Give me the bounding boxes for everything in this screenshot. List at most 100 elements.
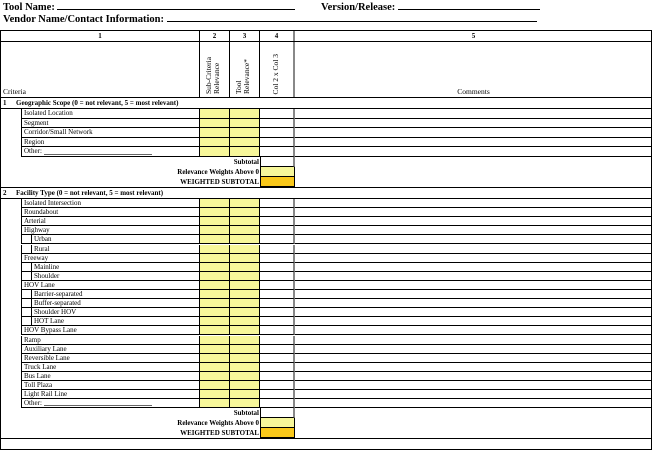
tool-relevance-input[interactable] — [230, 262, 260, 272]
other-blank-line[interactable] — [44, 405, 152, 407]
comments-input[interactable] — [295, 245, 652, 254]
sub-criteria-input[interactable] — [200, 290, 230, 300]
sub-criteria-input[interactable] — [200, 308, 230, 318]
comments-input[interactable] — [295, 372, 652, 381]
tool-relevance-input[interactable] — [230, 353, 260, 363]
version-field[interactable]: Version/Release: — [321, 0, 540, 13]
comments-input[interactable] — [295, 299, 652, 309]
sub-criteria-input[interactable] — [200, 199, 230, 209]
tool-relevance-input[interactable] — [230, 335, 260, 345]
tool-relevance-input[interactable] — [230, 362, 260, 372]
comments-input[interactable] — [295, 147, 652, 157]
comments-input[interactable] — [295, 235, 652, 245]
comments-input[interactable] — [295, 390, 652, 400]
tool-relevance-input[interactable] — [230, 217, 260, 227]
sub-criteria-input[interactable] — [200, 299, 230, 309]
criteria-cell: Shoulder — [22, 271, 200, 281]
sub-criteria-input[interactable] — [200, 262, 230, 272]
criteria-label: Other: — [24, 147, 42, 156]
sub-criteria-input[interactable] — [200, 271, 230, 281]
tool-relevance-input[interactable] — [230, 280, 260, 290]
tool-relevance-input[interactable] — [230, 253, 260, 263]
sub-criteria-input[interactable] — [200, 371, 230, 381]
tool-relevance-input[interactable] — [230, 199, 260, 209]
product-cell — [260, 244, 295, 254]
tool-relevance-input[interactable] — [230, 208, 260, 218]
comments-input[interactable] — [295, 208, 652, 218]
comments-input[interactable] — [295, 381, 652, 391]
comments-input[interactable] — [295, 128, 652, 138]
sub-criteria-input[interactable] — [200, 208, 230, 218]
sub-criteria-input[interactable] — [200, 280, 230, 290]
sub-criteria-input[interactable] — [200, 109, 230, 119]
tool-relevance-input[interactable] — [230, 308, 260, 318]
sub-criteria-input[interactable] — [200, 253, 230, 263]
tool-name-field[interactable]: Tool Name: — [3, 0, 296, 13]
tool-relevance-input[interactable] — [230, 317, 260, 327]
sub-criteria-input[interactable] — [200, 335, 230, 345]
comments-input[interactable] — [295, 354, 652, 363]
sub-criteria-input[interactable] — [200, 399, 230, 409]
sub-criteria-input[interactable] — [200, 362, 230, 372]
table-row: HOV Lane — [1, 280, 652, 290]
comments-input[interactable] — [295, 226, 652, 236]
comments-input[interactable] — [295, 272, 652, 281]
section-divider — [1, 187, 652, 188]
tool-relevance-input[interactable] — [230, 147, 260, 157]
comments-input[interactable] — [295, 336, 652, 345]
vendor-field[interactable]: Vendor Name/Contact Information: — [3, 12, 537, 25]
sub-criteria-input[interactable] — [200, 226, 230, 236]
comments-input[interactable] — [295, 254, 652, 263]
comments-input[interactable] — [295, 399, 652, 409]
sub-criteria-input[interactable] — [200, 390, 230, 400]
sub-criteria-input[interactable] — [200, 381, 230, 391]
criteria-cell: Light Rail Line — [22, 390, 200, 400]
product-cell — [260, 290, 295, 300]
subindent-cell — [22, 308, 32, 317]
tool-relevance-input[interactable] — [230, 137, 260, 148]
tool-relevance-input[interactable] — [230, 244, 260, 254]
product-cell — [260, 326, 295, 336]
sub-criteria-input[interactable] — [200, 217, 230, 227]
comments-input[interactable] — [295, 109, 652, 119]
comments-input[interactable] — [295, 363, 652, 372]
sub-criteria-input[interactable] — [200, 326, 230, 336]
tool-relevance-input[interactable] — [230, 299, 260, 309]
tool-relevance-input[interactable] — [230, 371, 260, 381]
comments-input[interactable] — [295, 199, 652, 209]
comments-input[interactable] — [295, 317, 652, 327]
tool-relevance-input[interactable] — [230, 326, 260, 336]
sub-criteria-input[interactable] — [200, 137, 230, 148]
tool-relevance-input[interactable] — [230, 271, 260, 281]
sub-criteria-input[interactable] — [200, 353, 230, 363]
tool-relevance-input[interactable] — [230, 344, 260, 354]
sub-criteria-input[interactable] — [200, 344, 230, 354]
comments-input[interactable] — [295, 308, 652, 318]
comments-input[interactable] — [295, 290, 652, 300]
sub-criteria-input[interactable] — [200, 317, 230, 327]
comments-input[interactable] — [295, 217, 652, 227]
subindent-cell — [22, 317, 32, 326]
sub-criteria-input[interactable] — [200, 128, 230, 138]
tool-relevance-input[interactable] — [230, 226, 260, 236]
tool-relevance-input[interactable] — [230, 109, 260, 119]
tool-relevance-input[interactable] — [230, 399, 260, 409]
tool-relevance-input[interactable] — [230, 381, 260, 391]
sub-criteria-input[interactable] — [200, 147, 230, 157]
tool-relevance-input[interactable] — [230, 390, 260, 400]
sub-criteria-input[interactable] — [200, 244, 230, 254]
table-row: Auxiliary Lane — [1, 344, 652, 354]
comments-input[interactable] — [295, 326, 652, 336]
sub-criteria-input[interactable] — [200, 118, 230, 129]
comments-input[interactable] — [295, 345, 652, 354]
tool-relevance-input[interactable] — [230, 118, 260, 129]
tool-relevance-input[interactable] — [230, 235, 260, 245]
tool-relevance-input[interactable] — [230, 290, 260, 300]
sub-criteria-input[interactable] — [200, 235, 230, 245]
comments-input[interactable] — [295, 138, 652, 148]
tool-relevance-input[interactable] — [230, 128, 260, 138]
comments-input[interactable] — [295, 263, 652, 272]
other-blank-line[interactable] — [44, 153, 152, 155]
comments-input[interactable] — [295, 281, 652, 290]
comments-input[interactable] — [295, 119, 652, 129]
